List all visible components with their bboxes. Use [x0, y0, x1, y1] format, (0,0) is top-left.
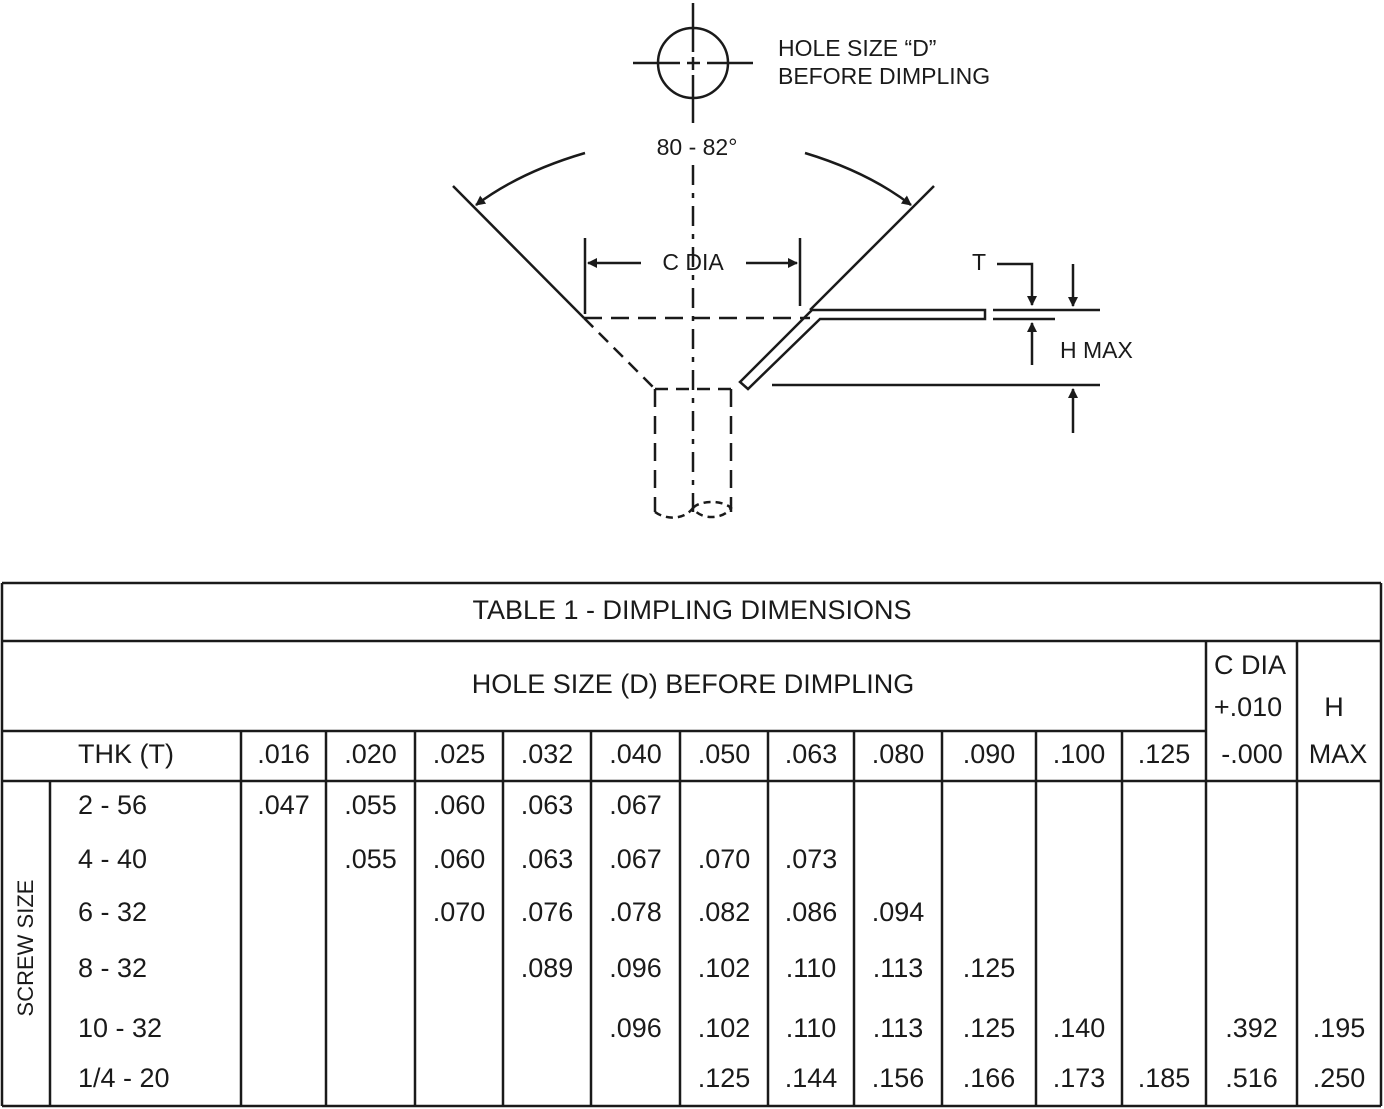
thickness-header: .040 [609, 739, 662, 769]
hole-size-cell: .166 [963, 1063, 1016, 1093]
hole-size-cell: .185 [1138, 1063, 1191, 1093]
hole-size-cell: .086 [785, 897, 838, 927]
thickness-header: .080 [872, 739, 925, 769]
hole-size-cell: .060 [433, 844, 486, 874]
thickness-header: .050 [698, 739, 751, 769]
hole-symbol [633, 3, 753, 123]
c-dia-dimension [583, 238, 802, 314]
thickness-header: .032 [521, 739, 574, 769]
angle-label: 80 - 82° [657, 134, 738, 160]
hole-size-cell: .125 [963, 1013, 1016, 1043]
hole-size-cell: .110 [786, 953, 837, 983]
before-dimpling-label: BEFORE DIMPLING [778, 63, 990, 89]
hmax-header-line1: H [1324, 692, 1344, 722]
screw-size-cell: 4 - 40 [78, 844, 147, 874]
hole-size-cell: .144 [785, 1063, 838, 1093]
t-label: T [972, 249, 986, 275]
hole-size-cell: .070 [433, 897, 486, 927]
cdia-header-line2: +.010 [1214, 692, 1282, 722]
hole-size-cell: .082 [698, 897, 751, 927]
hmax-header-line2: MAX [1309, 739, 1368, 769]
hole-size-cell: .110 [786, 1013, 837, 1043]
hole-size-cell: .063 [521, 790, 574, 820]
thickness-header: .090 [963, 739, 1016, 769]
h-max-label: H MAX [1060, 337, 1133, 363]
hole-size-cell: .067 [609, 844, 662, 874]
hole-size-cell: .102 [698, 953, 751, 983]
hole-size-cell: .156 [872, 1063, 925, 1093]
screw-size-cell: 1/4 - 20 [78, 1063, 170, 1093]
thickness-header: .100 [1053, 739, 1106, 769]
cdia-cell: .392 [1225, 1013, 1278, 1043]
table-title: TABLE 1 - DIMPLING DIMENSIONS [472, 595, 911, 625]
hole-size-cell: .096 [609, 1013, 662, 1043]
table-grid [0, 581, 1383, 1108]
hole-size-cell: .102 [698, 1013, 751, 1043]
hole-size-cell: .140 [1053, 1013, 1106, 1043]
hole-size-cell: .125 [698, 1063, 751, 1093]
hmax-cell: .195 [1313, 1013, 1366, 1043]
thickness-header: .125 [1138, 739, 1191, 769]
thickness-header: .016 [257, 739, 310, 769]
h-max-dimension [772, 322, 1100, 433]
hole-size-cell: .073 [785, 844, 838, 874]
hole-size-cell: .047 [257, 790, 310, 820]
table-text: TABLE 1 - DIMPLING DIMENSIONS HOLE SIZE (… [13, 595, 1367, 1093]
hole-size-group-header: HOLE SIZE (D) BEFORE DIMPLING [472, 669, 915, 699]
hole-size-cell: .125 [963, 953, 1016, 983]
screw-size-cell: 2 - 56 [78, 790, 147, 820]
hole-size-cell: .113 [873, 953, 924, 983]
hole-size-cell: .060 [433, 790, 486, 820]
hole-size-cell: .070 [698, 844, 751, 874]
c-dia-label: C DIA [662, 249, 724, 275]
cdia-header-line3: -.000 [1221, 739, 1283, 769]
thickness-header: .025 [433, 739, 486, 769]
dimpling-diagram: HOLE SIZE “D” BEFORE DIMPLING 80 - 82° C… [452, 3, 1133, 519]
screw-size-label: SCREW SIZE [13, 880, 38, 1017]
hole-size-cell: .096 [609, 953, 662, 983]
hole-size-cell: .063 [521, 844, 574, 874]
hole-size-cell: .089 [521, 953, 574, 983]
thk-header: THK (T) [78, 739, 174, 769]
angle-arc-left [475, 151, 586, 207]
t-dimension [993, 262, 1100, 321]
dimpled-sheet [738, 308, 987, 391]
hole-size-cell: .076 [521, 897, 574, 927]
hmax-cell: .250 [1313, 1063, 1366, 1093]
hole-size-cell: .055 [344, 844, 397, 874]
thickness-header: .063 [785, 739, 838, 769]
hole-size-cell: .067 [609, 790, 662, 820]
thickness-header: .020 [344, 739, 397, 769]
hole-size-cell: .113 [873, 1013, 924, 1043]
cdia-cell: .516 [1225, 1063, 1278, 1093]
angle-arc-right [804, 151, 912, 206]
cdia-header-line1: C DIA [1214, 650, 1286, 680]
screw-size-cell: 6 - 32 [78, 897, 147, 927]
hole-size-label: HOLE SIZE “D” [778, 35, 936, 61]
dimpling-tool-outline [452, 185, 935, 519]
hole-size-cell: .055 [344, 790, 397, 820]
screw-size-cell: 8 - 32 [78, 953, 147, 983]
hole-size-cell: .173 [1053, 1063, 1106, 1093]
hole-size-cell: .078 [609, 897, 662, 927]
screw-size-cell: 10 - 32 [78, 1013, 162, 1043]
hole-size-cell: .094 [872, 897, 925, 927]
